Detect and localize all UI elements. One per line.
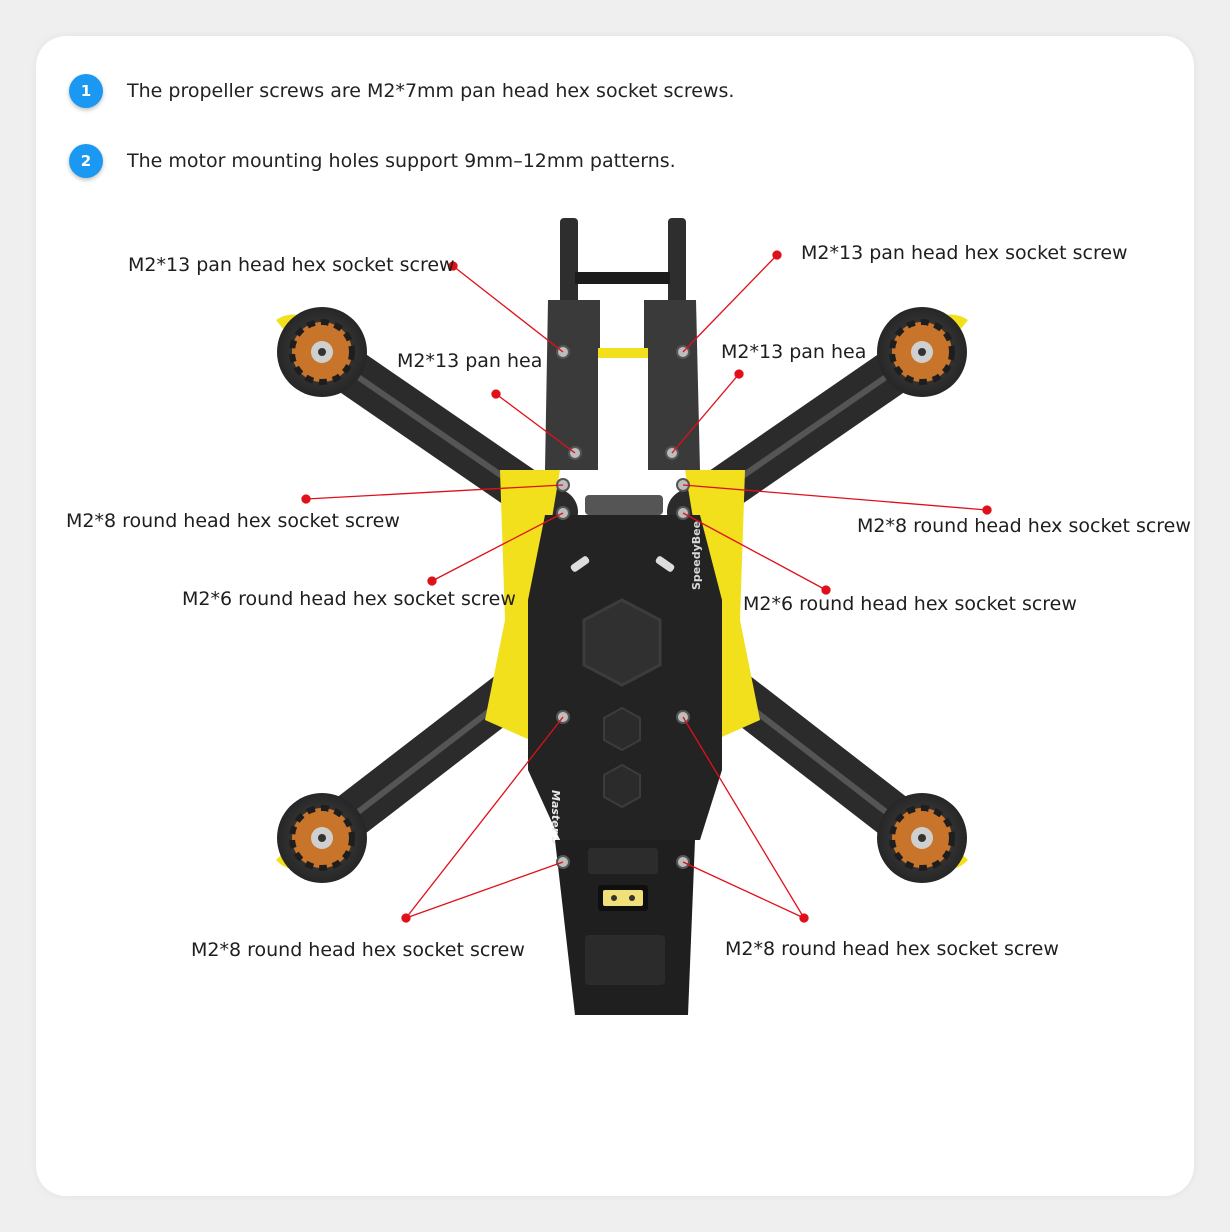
note-2: 2 The motor mounting holes support 9mm–1… bbox=[69, 144, 676, 178]
note-2-text: The motor mounting holes support 9mm–12m… bbox=[127, 150, 676, 172]
label-m2-6-right: M2*6 round head hex socket screw bbox=[743, 593, 1077, 615]
label-m2-13-top-left: M2*13 pan head hex socket screw bbox=[128, 254, 455, 276]
note-1-text: The propeller screws are M2*7mm pan head… bbox=[127, 80, 735, 102]
model-text: Master 5 bbox=[549, 790, 562, 845]
note-1: 1 The propeller screws are M2*7mm pan he… bbox=[69, 74, 734, 108]
label-m2-13-mid-left: M2*13 pan hea bbox=[397, 350, 543, 372]
label-m2-13-mid-right: M2*13 pan hea bbox=[721, 341, 867, 363]
label-m2-8-bottom-right: M2*8 round head hex socket screw bbox=[725, 938, 1059, 960]
motor-front-right bbox=[877, 307, 967, 397]
camera-mount bbox=[545, 218, 700, 515]
motor-rear-left bbox=[277, 793, 367, 883]
note-2-badge: 2 bbox=[69, 144, 103, 178]
brand-text: SpeedyBee bbox=[690, 521, 703, 590]
battery-section bbox=[555, 840, 695, 1015]
motor-front-left bbox=[277, 307, 367, 397]
label-m2-6-left: M2*6 round head hex socket screw bbox=[182, 588, 516, 610]
label-m2-8-bottom-left: M2*8 round head hex socket screw bbox=[191, 939, 525, 961]
note-1-badge: 1 bbox=[69, 74, 103, 108]
label-m2-8-left: M2*8 round head hex socket screw bbox=[66, 510, 400, 532]
leader-lines bbox=[301, 250, 992, 923]
label-m2-13-top-right: M2*13 pan head hex socket screw bbox=[801, 242, 1128, 264]
main-body-plate: SpeedyBee Master 5 bbox=[528, 515, 722, 845]
motor-rear-right bbox=[877, 793, 967, 883]
label-m2-8-right: M2*8 round head hex socket screw bbox=[857, 515, 1191, 537]
